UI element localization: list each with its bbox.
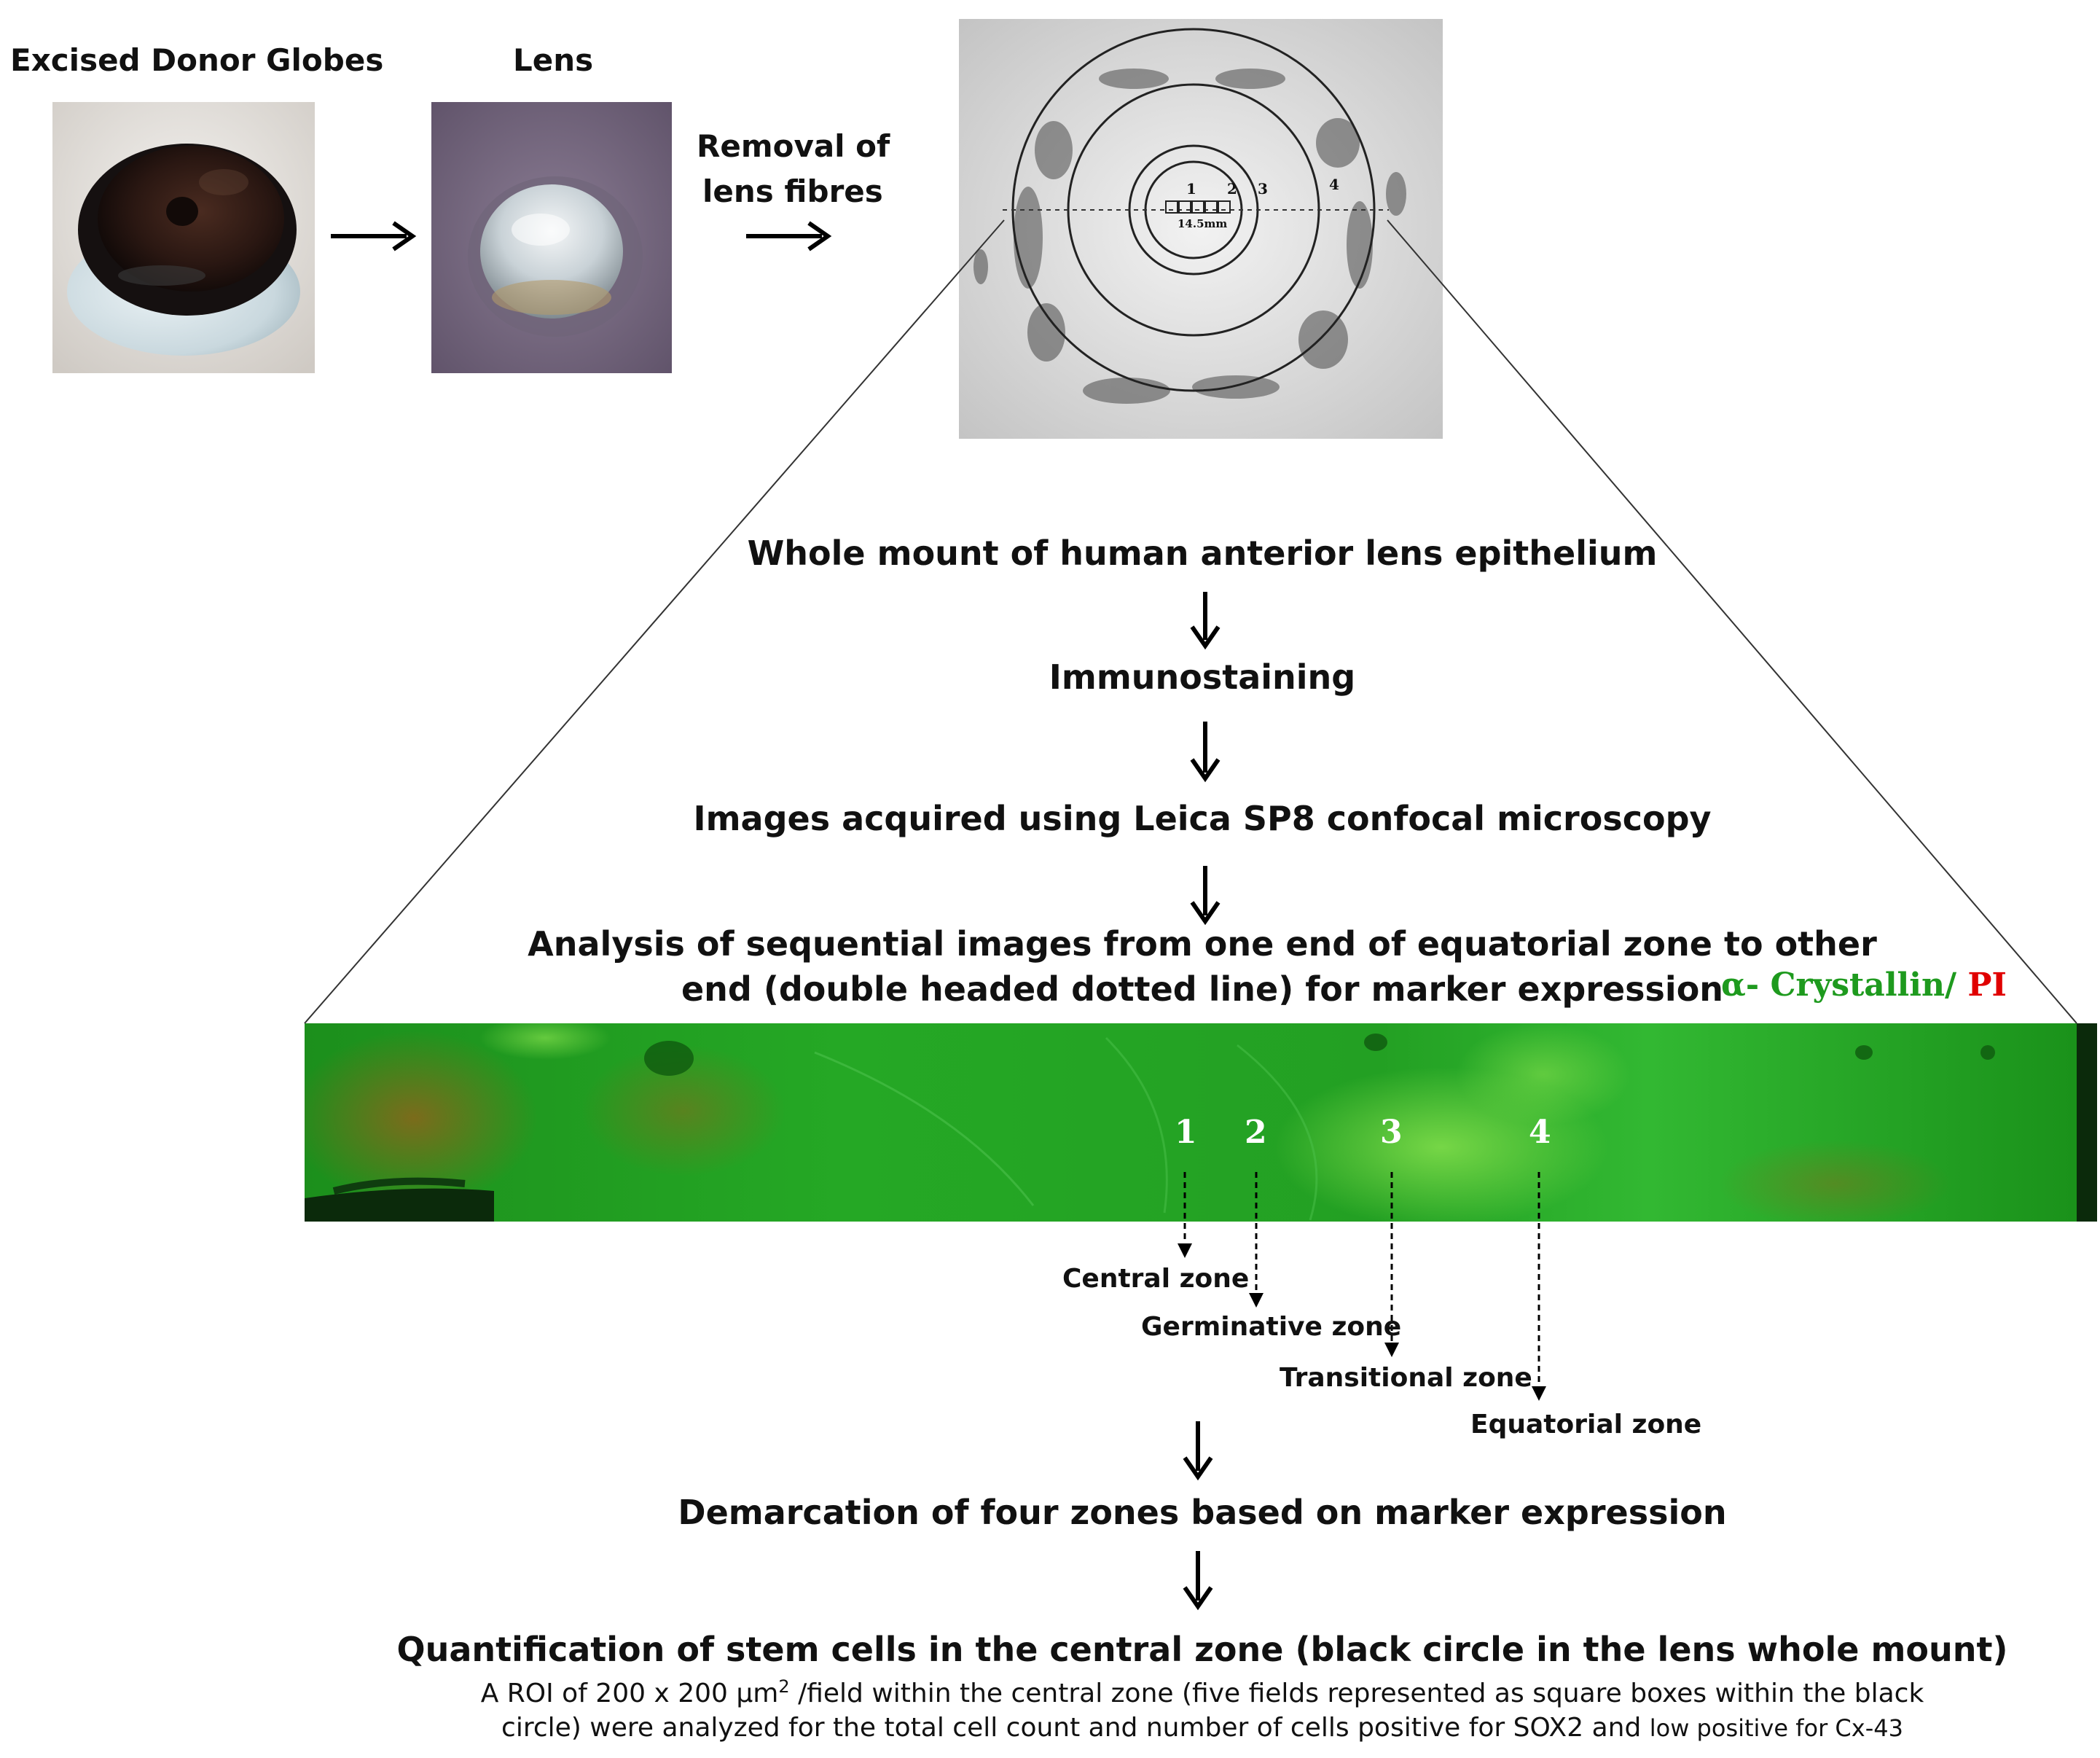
zone-label-equatorial: Equatorial zone	[1470, 1410, 1702, 1439]
lens-photo	[431, 102, 672, 373]
step-analysis-line2: end (double headed dotted line) for mark…	[681, 969, 1724, 1009]
lens-whole-mount-image: 1 2 3 4 14.5mm	[959, 19, 1443, 439]
zone-label-transitional: Transitional zone	[1280, 1363, 1532, 1393]
step-immunostaining: Immunostaining	[1049, 657, 1356, 697]
arrow-down-2	[1190, 722, 1221, 783]
caption-line2-end: low positive for Cx-43	[1649, 1714, 1903, 1742]
micro-zone-number-2: 2	[1245, 1114, 1267, 1151]
zoom-line-right	[1387, 219, 2077, 1024]
micro-zone-number-3: 3	[1380, 1114, 1403, 1151]
caption-line1-end: /field within the central zone (five fie…	[789, 1679, 1924, 1708]
micro-zone-number-1: 1	[1175, 1114, 1197, 1151]
step-demarcation: Demarcation of four zones based on marke…	[678, 1493, 1727, 1532]
arrow-globes-to-lens	[331, 221, 417, 251]
mount-zone-number-4: 4	[1329, 176, 1339, 193]
caption-line1-start: A ROI of 200 x 200 µm	[480, 1679, 779, 1708]
mount-zone-number-1: 1	[1186, 180, 1196, 198]
removal-label-line1: Removal of	[697, 128, 890, 164]
arrow-down-3	[1190, 866, 1221, 926]
globes-title: Excised Donor Globes	[10, 42, 384, 78]
caption-superscript: 2	[778, 1676, 790, 1697]
mount-scale-label: 14.5mm	[1178, 217, 1227, 230]
caption-line1: A ROI of 200 x 200 µm2 /field within the…	[0, 1676, 2100, 1708]
caption-line2-start: circle) were analyzed for the total cell…	[501, 1713, 1650, 1743]
arrow-down-5	[1183, 1551, 1213, 1611]
stain-legend-separator: /	[1944, 966, 1968, 1004]
arrow-down-1	[1190, 592, 1221, 650]
step-image-acquisition: Images acquired using Leica SP8 confocal…	[693, 799, 1712, 838]
confocal-microscopy-strip	[305, 1023, 2097, 1222]
stain-legend-pi: PI	[1967, 966, 2007, 1004]
mount-zone-number-3: 3	[1258, 180, 1268, 198]
stain-legend: α- Crystallin/ PI	[1721, 966, 2007, 1004]
arrow-down-4	[1183, 1421, 1213, 1481]
removal-label-line2: lens fibres	[702, 173, 883, 209]
zone-label-germinative: Germinative zone	[1141, 1312, 1402, 1342]
step-quantification: Quantification of stem cells in the cent…	[396, 1630, 2008, 1669]
lens-title: Lens	[513, 42, 594, 78]
step-analysis-line1: Analysis of sequential images from one e…	[528, 924, 1877, 964]
caption-line2: circle) were analyzed for the total cell…	[0, 1713, 2100, 1743]
mount-zone-number-2: 2	[1227, 180, 1237, 198]
zone-label-central: Central zone	[1062, 1264, 1250, 1294]
donor-globe-photo	[52, 102, 315, 373]
step-whole-mount: Whole mount of human anterior lens epith…	[747, 534, 1658, 573]
stain-legend-crystallin: α- Crystallin	[1721, 966, 1945, 1004]
micro-zone-number-4: 4	[1529, 1114, 1551, 1151]
arrow-lens-to-mount	[746, 221, 832, 251]
